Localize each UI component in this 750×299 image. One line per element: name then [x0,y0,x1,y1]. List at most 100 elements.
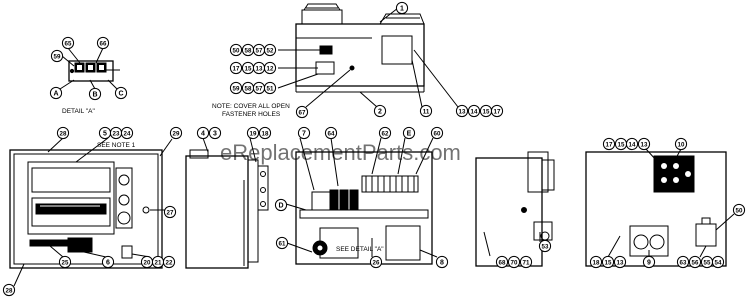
callout-circle [274,198,288,212]
callout-number: 52 [267,47,274,54]
callout-circle [490,104,504,118]
callout-number: 71 [523,259,530,266]
callout-number: 21 [155,259,162,266]
callout-13: 13 [637,137,651,151]
callout-circle [711,255,725,269]
callout-68: 68 [495,255,509,269]
callout-circle [263,43,277,57]
callout-circle [589,255,603,269]
callout-number: 1 [400,5,404,12]
callout-50: 50 [229,43,243,57]
callout-number: 57 [256,85,263,92]
callout-56: 56 [688,255,702,269]
callout-13: 13 [252,61,266,75]
callout-circle [2,283,16,297]
callout-circle [637,137,651,151]
callout-64: 64 [324,126,338,140]
callout-number: 19 [250,130,257,137]
callout-number: 17 [233,65,240,72]
callout-19: 19 [246,126,260,140]
side-view-left [185,137,269,269]
callout-number: 68 [499,259,506,266]
callout-28: 28 [2,283,16,297]
callout-8: 8 [435,255,449,269]
callout-circle [208,126,222,140]
callout-number: 15 [483,108,490,115]
callout-5: 5 [98,126,112,140]
callout-10: 10 [674,137,688,151]
side-view-right [475,151,555,267]
callout-circle [58,255,72,269]
callout-number: 18 [593,259,600,266]
callout-11: 11 [419,104,433,118]
callout-13: 13 [455,104,469,118]
rear-view [585,148,735,267]
callout-number: 15 [245,65,252,72]
detail-a-terminal-block [59,47,120,90]
callout-25: 25 [58,255,72,269]
callout-17: 17 [602,137,616,151]
callout-circle [88,87,102,101]
callout-number: 20 [144,259,151,266]
callout-circle [229,61,243,75]
callout-60: 60 [430,126,444,140]
callout-number: 29 [173,130,180,137]
callout-number: B [92,91,97,98]
callout-24: 24 [120,126,134,140]
callout-number: 64 [328,130,335,137]
callout-number: 14 [471,108,478,115]
callout-4: 4 [196,126,210,140]
callout-53: 53 [538,239,552,253]
callout-54: 54 [711,255,725,269]
callout-number: 58 [245,47,252,54]
callout-number: 58 [245,85,252,92]
callout-circle [625,137,639,151]
callout-15: 15 [479,104,493,118]
callout-3: 3 [208,126,222,140]
callout-circle [369,255,383,269]
callout-67: 67 [295,105,309,119]
callout-51: 51 [263,81,277,95]
callout-9: 9 [642,255,656,269]
callout-circle [114,86,128,100]
callout-58: 58 [241,81,255,95]
callout-number: 15 [605,259,612,266]
callout-18: 18 [258,126,272,140]
callout-2: 2 [373,104,387,118]
callout-circle [101,255,115,269]
callout-62: 62 [378,126,392,140]
callout-58: 58 [241,43,255,57]
callout-13: 13 [613,255,627,269]
callout-61: 61 [275,236,289,250]
callout-55: 55 [700,255,714,269]
callout-number: 66 [100,40,107,47]
callout-circle [676,255,690,269]
callout-circle [402,126,416,140]
callout-circle [61,36,75,50]
callout-17: 17 [490,104,504,118]
see-detail-text: SEE DETAIL "A" [336,246,384,253]
callout-number: 10 [678,141,685,148]
callout-number: 50 [233,47,240,54]
callout-28: 28 [56,126,70,140]
callout-7: 7 [297,126,311,140]
callout-number: 2 [378,108,382,115]
callout-number: 24 [124,130,131,137]
callout-number: 7 [302,130,306,137]
callout-circle [732,203,746,217]
callout-circle [688,255,702,269]
callout-circle [642,255,656,269]
callout-circle [297,126,311,140]
callout-number: 13 [617,259,624,266]
callout-66: 66 [96,36,110,50]
callout-22: 22 [162,255,176,269]
callout-circle [263,81,277,95]
callout-number: 56 [692,259,699,266]
callout-circle [49,86,63,100]
callout-18: 18 [589,255,603,269]
callout-circle [258,126,272,140]
callout-circle [430,126,444,140]
callout-circle [196,126,210,140]
